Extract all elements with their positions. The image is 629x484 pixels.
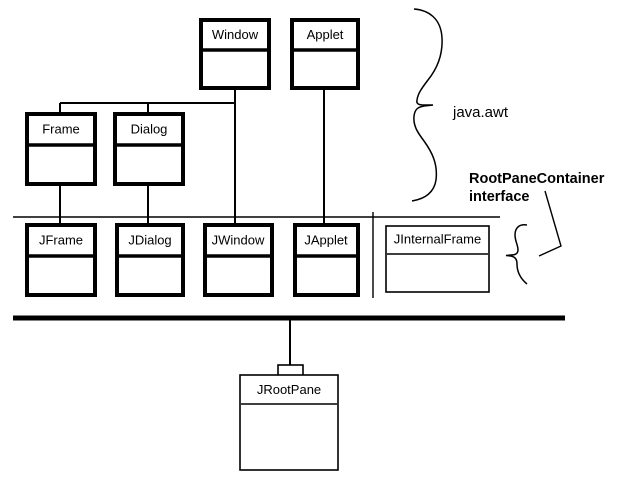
java-awt-brace (411, 8, 443, 202)
class-box-jrootpane: JRootPane (239, 364, 339, 471)
class-label-jframe: JFrame (39, 232, 83, 247)
rootpanecontainer-leader-line (538, 190, 562, 257)
annotation-rootpanecontainer-line2: interface (469, 189, 529, 205)
class-box-jinternalframe: JInternalFrame (385, 225, 490, 293)
class-label-jwindow: JWindow (212, 232, 265, 247)
class-box-window-rect (199, 18, 271, 90)
class-label-jdialog: JDialog (128, 232, 171, 247)
class-box-japplet: JApplet (293, 223, 360, 297)
class-label-window: Window (212, 27, 259, 42)
class-box-japplet-rect (293, 223, 360, 297)
class-label-jrootpane: JRootPane (257, 382, 321, 397)
jinternalframe-brace (505, 224, 528, 285)
class-box-jinternalframe-rect (385, 225, 490, 293)
class-box-applet: Applet (290, 18, 360, 90)
class-box-jdialog: JDialog (115, 223, 185, 297)
class-box-frame: Frame (25, 112, 97, 186)
class-label-applet: Applet (307, 27, 344, 42)
class-label-jinternalframe: JInternalFrame (394, 231, 481, 246)
class-box-jrootpane-rect (239, 374, 339, 471)
class-box-jframe-rect (25, 223, 97, 297)
class-label-frame: Frame (42, 121, 80, 136)
class-box-jwindow-rect (203, 223, 274, 297)
class-box-jframe: JFrame (25, 223, 97, 297)
annotation-rootpanecontainer-line1: RootPaneContainer (469, 171, 605, 187)
class-box-applet-rect (290, 18, 360, 90)
class-box-dialog: Dialog (113, 112, 185, 186)
class-label-japplet: JApplet (304, 232, 348, 247)
inheritance-connectors (59, 88, 325, 225)
annotation-java-awt: java.awt (452, 104, 509, 121)
class-box-dialog-rect (113, 112, 185, 186)
class-box-jdialog-rect (115, 223, 185, 297)
class-label-dialog: Dialog (131, 121, 168, 136)
class-box-frame-rect (25, 112, 97, 186)
class-box-window: Window (199, 18, 271, 90)
class-box-jwindow: JWindow (203, 223, 274, 297)
